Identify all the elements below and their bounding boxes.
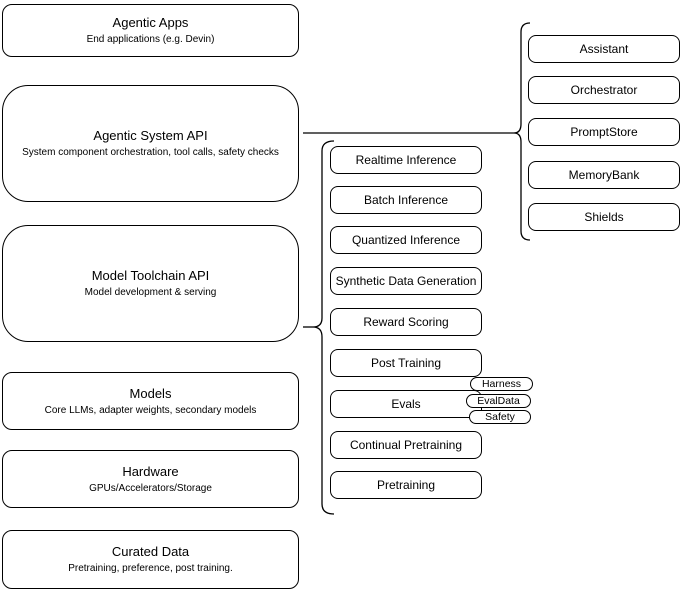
pill-label: EvalData [477, 394, 520, 407]
box-title: Agentic Apps [112, 15, 189, 30]
eval-tag-harness: Harness [470, 377, 533, 391]
toolchain-box-pretraining: Pretraining [330, 471, 482, 499]
box-subtitle: System component orchestration, tool cal… [22, 147, 279, 158]
box-subtitle: Core LLMs, adapter weights, secondary mo… [44, 404, 257, 416]
box-subtitle: End applications (e.g. Devin) [86, 34, 215, 45]
toolchain-box-continual-pretraining: Continual Pretraining [330, 431, 482, 459]
component-box-memorybank: MemoryBank [528, 161, 680, 189]
box-label: Synthetic Data Generation [335, 274, 477, 288]
box-label: Post Training [370, 356, 442, 370]
box-title: Model Toolchain API [91, 268, 210, 283]
stack-box-agentic-system-api: Agentic System API System component orch… [2, 85, 299, 202]
pill-label: Safety [485, 410, 515, 423]
box-title: Models [129, 385, 172, 401]
box-label: Evals [391, 397, 421, 411]
stack-box-agentic-apps: Agentic Apps End applications (e.g. Devi… [2, 4, 299, 57]
box-label: MemoryBank [568, 168, 640, 182]
box-label: Batch Inference [363, 193, 449, 207]
toolchain-box-reward-scoring: Reward Scoring [330, 308, 482, 336]
stack-box-models: Models Core LLMs, adapter weights, secon… [2, 372, 299, 430]
toolchain-box-batch-inference: Batch Inference [330, 186, 482, 214]
box-label: Orchestrator [570, 83, 638, 97]
box-label: Shields [584, 210, 624, 224]
eval-tag-safety: Safety [469, 410, 531, 424]
toolchain-brace [312, 140, 335, 515]
toolchain-box-quantized-inference: Quantized Inference [330, 226, 482, 254]
toolchain-box-realtime-inference: Realtime Inference [330, 146, 482, 174]
box-title: Agentic System API [93, 128, 208, 143]
box-subtitle: Model development & serving [84, 287, 217, 298]
box-label: Assistant [579, 42, 629, 56]
box-subtitle: GPUs/Accelerators/Storage [89, 482, 212, 494]
box-label: Pretraining [376, 478, 436, 492]
toolchain-box-post-training: Post Training [330, 349, 482, 377]
components-brace [513, 22, 531, 241]
pill-label: Harness [481, 377, 522, 390]
component-box-orchestrator: Orchestrator [528, 76, 680, 104]
box-label: PromptStore [570, 125, 638, 139]
box-title: Curated Data [111, 544, 190, 559]
component-box-assistant: Assistant [528, 35, 680, 63]
toolchain-box-evals: Evals [330, 390, 482, 418]
box-label: Quantized Inference [351, 233, 461, 247]
box-label: Continual Pretraining [349, 438, 463, 452]
stack-box-curated-data: Curated Data Pretraining, preference, po… [2, 530, 299, 589]
box-subtitle: Pretraining, preference, post training. [68, 563, 233, 574]
component-box-shields: Shields [528, 203, 680, 231]
stack-box-hardware: Hardware GPUs/Accelerators/Storage [2, 450, 299, 508]
eval-tag-evaldata: EvalData [466, 394, 531, 408]
toolchain-box-synthetic-data-generation: Synthetic Data Generation [330, 267, 482, 295]
box-label: Reward Scoring [363, 315, 449, 329]
stack-box-model-toolchain-api: Model Toolchain API Model development & … [2, 225, 299, 342]
box-label: Realtime Inference [355, 153, 457, 167]
component-box-promptstore: PromptStore [528, 118, 680, 146]
box-title: Hardware [122, 463, 179, 479]
